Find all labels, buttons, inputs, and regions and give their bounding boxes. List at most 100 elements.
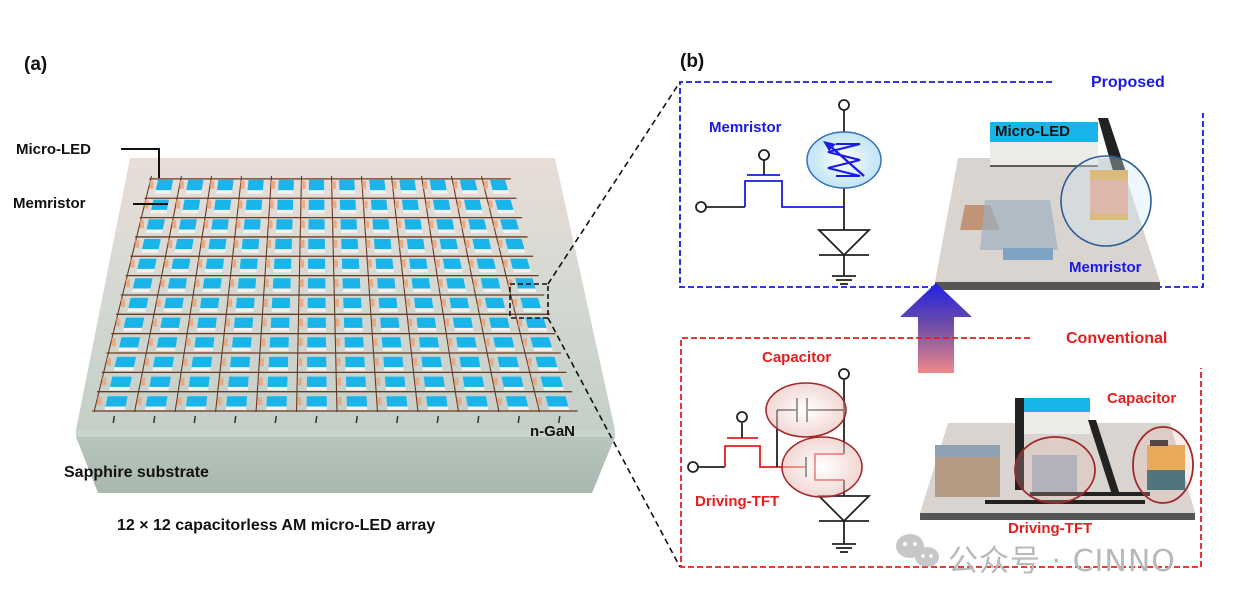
memristor-cell: [223, 338, 228, 347]
memristor-cell: [152, 318, 157, 327]
led-mesa: [371, 209, 388, 214]
memristor-cell: [299, 298, 304, 307]
micro-led-cell: [464, 199, 482, 210]
led-mesa: [412, 288, 431, 293]
led-mesa: [174, 249, 192, 253]
memristor-cell: [451, 357, 456, 366]
micro-led-cell: [197, 317, 217, 328]
memristor-device-bubble: [1060, 155, 1152, 247]
led-mesa: [227, 386, 248, 391]
led-mesa: [487, 308, 506, 312]
micro-led-cell: [505, 396, 529, 407]
micro-led-cell: [489, 317, 510, 328]
column-wire: [93, 175, 153, 413]
micro-led-cell: [307, 356, 327, 368]
capacitor-symbol-bubble: [765, 382, 847, 438]
memristor-cell: [300, 259, 305, 268]
memristor-cell: [149, 338, 154, 347]
led-mesa: [307, 367, 327, 371]
micro-led-cell: [167, 278, 188, 289]
memristor-cell: [221, 357, 226, 366]
memristor-cell: [271, 180, 276, 189]
micro-led-cell: [105, 396, 128, 407]
substrate-front: [76, 430, 615, 493]
memristor-cell: [259, 357, 264, 366]
memristor-cell: [488, 200, 493, 209]
memristor-cell: [116, 318, 121, 327]
memristor-cell: [485, 338, 490, 347]
n-gan-contact: [558, 415, 561, 424]
memristor-cell: [186, 338, 191, 347]
memristor-cell: [269, 200, 274, 209]
memristor-cell: [522, 338, 527, 347]
micro-led-cell: [344, 337, 364, 348]
memristor-cell: [394, 200, 399, 209]
micro-led-cell: [119, 337, 141, 348]
n-gan-contact: [315, 415, 318, 424]
led-mesa: [420, 347, 440, 352]
led-mesa: [233, 327, 253, 332]
micro-led-cell: [272, 278, 291, 289]
memristor-cell: [176, 200, 181, 209]
micro-led-cell: [308, 199, 325, 210]
micro-led-cell: [480, 278, 501, 289]
micro-led-cell: [500, 219, 519, 230]
memristor-cell: [263, 298, 268, 307]
conventional-device-capacitor-label: Capacitor: [1107, 390, 1177, 407]
led-mesa: [141, 249, 159, 253]
led-mesa: [346, 386, 367, 391]
led-mesa: [104, 406, 126, 411]
led-mesa: [410, 268, 429, 273]
micro-led-cell: [381, 337, 402, 348]
column-wire: [450, 175, 500, 413]
micro-led-cell: [141, 238, 161, 250]
memristor-cell: [508, 279, 513, 288]
micro-led-cell: [384, 376, 406, 387]
memristor-cell: [441, 298, 446, 307]
n-gan-contact: [234, 415, 237, 424]
led-mesa: [507, 249, 526, 253]
n-gan-contact: [517, 415, 521, 424]
memristor-cell: [465, 239, 470, 248]
micro-led-cell: [345, 376, 366, 387]
memristor-cell: [469, 259, 474, 268]
micro-led-callout: Micro-LED: [16, 141, 91, 158]
memristor-cell: [477, 298, 482, 307]
memristor-cell: [238, 200, 243, 209]
micro-led-cell: [386, 396, 408, 407]
led-mesa: [474, 249, 493, 253]
led-mesa: [341, 249, 359, 253]
micro-led-cell: [535, 356, 558, 368]
micro-led-cell: [452, 317, 473, 328]
memristor-cell: [300, 239, 305, 248]
led-mesa: [237, 288, 256, 293]
micro-led-cell: [343, 317, 363, 328]
memristor-cell: [453, 180, 458, 189]
micro-led-cell: [185, 396, 208, 407]
memristor-cell: [298, 338, 303, 347]
memristor-cell: [331, 180, 336, 189]
led-mesa: [273, 268, 292, 273]
memristor-cell: [457, 397, 462, 406]
memristor-cell: [406, 298, 411, 307]
led-mesa: [207, 249, 226, 253]
micro-led-cell: [404, 219, 422, 230]
micro-led-cell: [399, 179, 417, 191]
led-mesa: [437, 229, 455, 234]
watermark-text: 公众号 · CINNO: [948, 544, 1176, 579]
led-mesa: [308, 268, 326, 273]
micro-led-cell: [241, 238, 260, 250]
column-wire: [295, 175, 303, 413]
micro-led-cell: [340, 219, 358, 230]
led-mesa: [522, 308, 542, 312]
column-wire: [214, 175, 243, 413]
led-mesa: [181, 209, 199, 214]
led-mesa: [400, 190, 417, 194]
led-mesa: [307, 327, 326, 332]
led-mesa: [454, 327, 474, 332]
memristor-cell: [299, 279, 304, 288]
micro-led-cell: [472, 238, 492, 250]
led-mesa: [113, 367, 134, 371]
led-mesa: [148, 386, 170, 391]
micro-led-cell: [128, 297, 149, 309]
